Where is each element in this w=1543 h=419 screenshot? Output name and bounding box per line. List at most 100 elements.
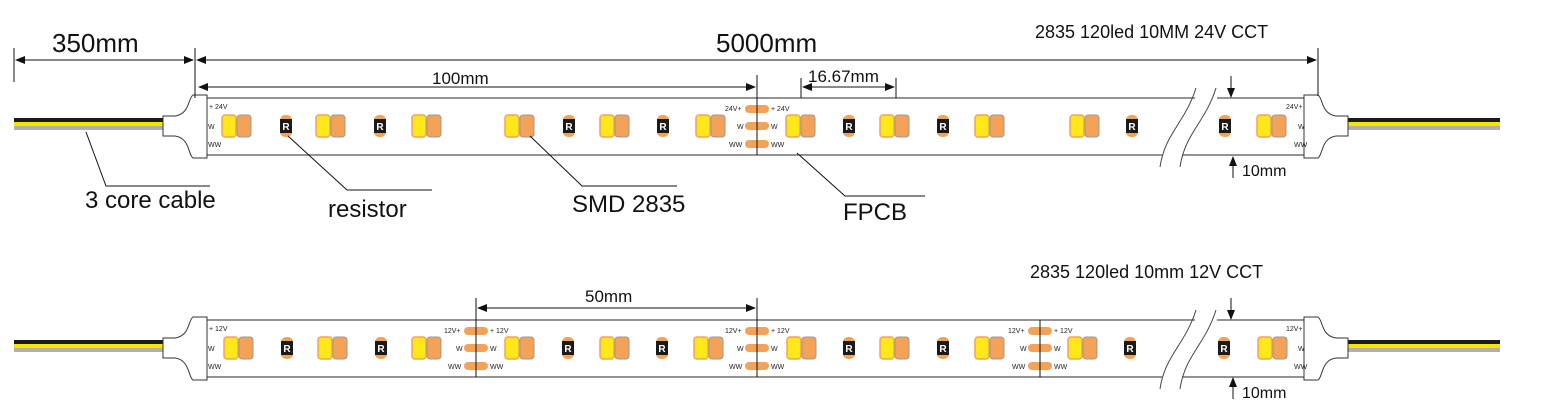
cable-wire-gray-left	[14, 348, 163, 352]
pad-label-voltage: + 12V	[209, 326, 228, 333]
led-cool-white	[879, 114, 895, 138]
resistor: R	[843, 115, 855, 137]
led-warm-white	[519, 114, 535, 138]
pad-label-ww: WW	[490, 364, 504, 371]
cable-wire-yellow-left	[14, 122, 163, 126]
pad-label-ww: WW	[729, 142, 743, 149]
leader-smd	[529, 135, 677, 187]
resistor-mark: R	[376, 122, 384, 133]
resistor-mark: R	[1221, 122, 1229, 133]
callout-resistor: resistor	[328, 196, 407, 223]
led-cool-white	[599, 114, 615, 138]
resistor: R	[656, 337, 668, 359]
fpcb-body	[205, 319, 1307, 378]
led-warm-white	[238, 336, 254, 360]
cable-wire-black-right	[1348, 340, 1500, 344]
resistor-body	[562, 341, 574, 355]
smd-2835-led-pair	[599, 114, 630, 138]
smd-2835-led-pair	[317, 336, 348, 360]
pad-label-w: W	[771, 124, 778, 131]
resistor: R	[1124, 337, 1136, 359]
pad-label-voltage: + 12V	[490, 328, 509, 335]
smd-2835-led-pair	[221, 114, 252, 138]
led-cool-white	[695, 114, 711, 138]
pad-label-ww: WW	[448, 364, 462, 371]
pad-label-voltage: + 24V	[209, 104, 228, 111]
smd-2835-led-pair	[693, 336, 724, 360]
pad-label-voltage: + 12V	[771, 328, 790, 335]
end-cap-right	[1303, 316, 1349, 381]
pad-label-w: W	[208, 346, 215, 353]
dim-lead-label: 350mm	[52, 28, 139, 58]
pad-label-w: W	[1020, 346, 1027, 353]
pad-label-voltage: 12V+	[444, 328, 461, 335]
resistor-mark: R	[283, 344, 291, 355]
smd-2835-led-pair	[599, 336, 630, 360]
smd-2835-led-pair	[315, 114, 346, 138]
pad-label-ww: WW	[729, 364, 743, 371]
cable-wire-gray-left	[14, 126, 163, 130]
resistor-mark: R	[1128, 122, 1136, 133]
resistor-body	[281, 341, 293, 355]
spec-title-12v: 2835 120led 10mm 12V CCT	[1030, 262, 1263, 282]
resistor-mark: R	[565, 122, 573, 133]
smd-2835-led-pair	[504, 114, 535, 138]
resistor: R	[937, 115, 949, 137]
resistor-mark: R	[377, 344, 385, 355]
callout-fpcb: FPCB	[843, 199, 907, 226]
led-warm-white	[989, 336, 1005, 360]
smd-2835-led-pair	[504, 336, 535, 360]
led-cool-white	[1256, 114, 1272, 138]
smd-2835-led-pair	[411, 336, 442, 360]
resistor: R	[375, 337, 387, 359]
callout-cable: 3 core cable	[85, 187, 216, 214]
smd-2835-led-pair	[974, 114, 1005, 138]
leader-resistor	[287, 135, 432, 191]
cable-wire-yellow-right	[1348, 122, 1500, 126]
pad-label-w: W	[456, 346, 463, 353]
resistor-body	[1219, 119, 1231, 133]
pad-label-ww-end: WW	[1294, 142, 1308, 149]
resistor-body	[563, 119, 575, 133]
pad-label-voltage: 24V+	[725, 106, 742, 113]
led-cool-white	[693, 336, 709, 360]
led-warm-white	[519, 336, 535, 360]
leader-cable	[85, 131, 210, 187]
smd-2835-led-pair	[974, 336, 1005, 360]
cable-wire-yellow-left	[14, 344, 163, 348]
led-cool-white	[315, 114, 331, 138]
led-warm-white	[1272, 336, 1288, 360]
pad-label-ww-end: WW	[1294, 364, 1308, 371]
led-cool-white	[599, 336, 615, 360]
resistor: R	[657, 115, 669, 137]
resistor: R	[562, 337, 574, 359]
pad-label-ww: WW	[771, 142, 785, 149]
led-cool-white	[223, 336, 239, 360]
led-warm-white	[894, 114, 910, 138]
resistor-body	[375, 341, 387, 355]
dim-cut-label: 100mm	[432, 69, 489, 88]
resistor-body	[843, 119, 855, 133]
cable-wire-black-left	[14, 118, 163, 122]
pad-label-ww: WW	[208, 364, 222, 371]
end-cap-right	[1303, 94, 1349, 159]
resistor-body	[937, 341, 949, 355]
pad-label-w: W	[737, 346, 744, 353]
break-mark	[1159, 87, 1217, 168]
break-mark	[1159, 309, 1217, 390]
led-cool-white	[974, 114, 990, 138]
pad-label-voltage: + 24V	[771, 106, 790, 113]
resistor-body	[280, 119, 292, 133]
pad-label-voltage: + 12V	[1054, 328, 1073, 335]
led-warm-white	[426, 336, 442, 360]
led-warm-white	[800, 114, 816, 138]
resistor: R	[374, 115, 386, 137]
resistor: R	[1126, 115, 1138, 137]
resistor: R	[281, 337, 293, 359]
led-cool-white	[504, 336, 520, 360]
led-cool-white	[785, 114, 801, 138]
resistor: R	[280, 115, 292, 137]
